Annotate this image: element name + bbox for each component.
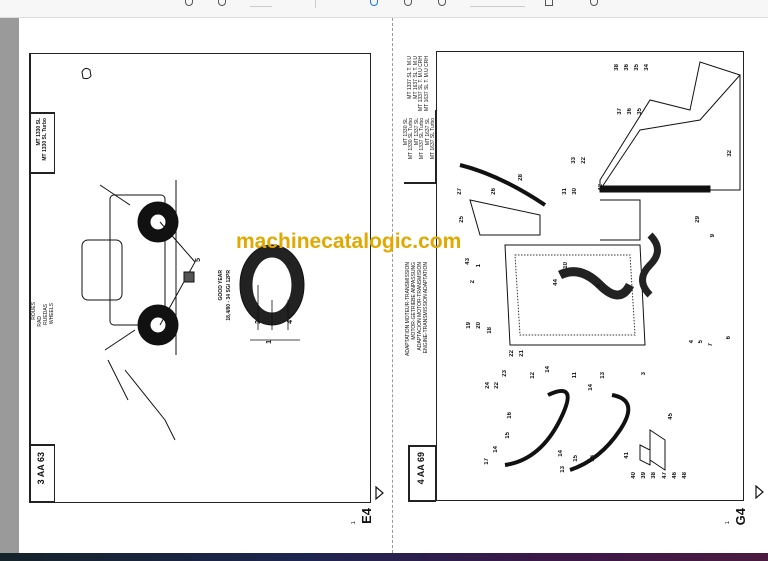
callout: 42 xyxy=(598,184,604,191)
callout: 14 xyxy=(545,366,551,373)
callout: 38 xyxy=(614,64,620,71)
page-down-icon[interactable] xyxy=(438,0,446,6)
callout: 29 xyxy=(695,216,701,223)
models-box xyxy=(29,112,55,174)
ref-box xyxy=(29,444,55,503)
callout: 43 xyxy=(465,258,471,265)
callout: 5 xyxy=(698,340,704,344)
viewer-gutter xyxy=(0,18,19,553)
callout: 21 xyxy=(519,350,525,357)
callout: 12 xyxy=(530,372,536,379)
callout: 9 xyxy=(710,234,716,238)
callout: 44 xyxy=(553,279,559,286)
viewer-toolbar xyxy=(0,0,768,18)
callout: 40 xyxy=(631,472,637,479)
page-frame xyxy=(436,51,744,501)
callout: 45 xyxy=(668,413,674,420)
fit-page-icon[interactable] xyxy=(545,0,553,6)
callout: 14 xyxy=(558,450,564,457)
callout: 35 xyxy=(634,64,640,71)
callout: 11 xyxy=(572,372,578,379)
callout: 4 xyxy=(689,340,695,344)
page-input[interactable] xyxy=(250,6,272,7)
rotate-icon[interactable] xyxy=(370,0,378,6)
callout: 26 xyxy=(491,188,497,195)
callout: 16 xyxy=(590,455,596,462)
bracket xyxy=(469,199,541,236)
callout: 18 xyxy=(487,327,493,334)
seal-strip xyxy=(459,163,547,207)
callout: 39 xyxy=(641,472,647,479)
callout: 36 xyxy=(627,108,633,115)
callout: 46 xyxy=(672,472,678,479)
models-box xyxy=(404,110,436,184)
callout: 48 xyxy=(682,472,688,479)
radiator xyxy=(504,232,661,346)
watermark: machinecatalogic.com xyxy=(236,230,462,253)
callout: 17 xyxy=(484,458,490,465)
callout: 22 xyxy=(509,350,515,357)
callout: 6 xyxy=(726,336,732,340)
hoses xyxy=(504,388,631,472)
frame-edge xyxy=(29,53,31,503)
callout: 38 xyxy=(651,472,657,479)
seal-strip xyxy=(599,185,711,193)
callout: 14 xyxy=(588,384,594,391)
hand-icon xyxy=(81,67,92,80)
callout: 41 xyxy=(624,452,630,459)
callout: 31 xyxy=(562,188,568,195)
zoom-out-icon[interactable] xyxy=(185,0,193,6)
tire-drawing xyxy=(239,244,305,341)
page-up-icon[interactable] xyxy=(404,0,412,6)
callout: 7 xyxy=(708,343,714,347)
ref-box xyxy=(408,445,436,502)
zoom-input[interactable] xyxy=(470,6,525,7)
callout: 30 xyxy=(572,188,578,195)
callout: 28 xyxy=(518,174,524,181)
callout: 8 xyxy=(596,284,602,288)
callout: 36 xyxy=(624,64,630,71)
callout: 23 xyxy=(502,370,508,377)
callout: 3 xyxy=(641,372,647,376)
callout: 16 xyxy=(507,412,513,419)
callout: 25 xyxy=(459,216,465,223)
callout: 10 xyxy=(563,262,569,269)
callout: 14 xyxy=(493,446,499,453)
page-divider xyxy=(392,18,393,553)
callout: 24 xyxy=(485,382,491,389)
callout: 2 xyxy=(470,280,476,284)
callout: 47 xyxy=(662,472,668,479)
callout: 1 xyxy=(476,264,482,268)
callout: 13 xyxy=(600,372,606,379)
toolbar-separator xyxy=(315,0,316,8)
callout: 32 xyxy=(727,150,733,157)
next-page-arrow-icon xyxy=(755,484,764,500)
taskbar xyxy=(0,553,768,561)
callout: 19 xyxy=(466,322,472,329)
next-page-arrow-icon xyxy=(375,485,384,501)
callout: 33 xyxy=(571,157,577,164)
tractor-drawing xyxy=(81,180,196,441)
callout: 37 xyxy=(617,108,623,115)
download-icon[interactable] xyxy=(590,0,598,6)
callout: 27 xyxy=(457,188,463,195)
callout: 22 xyxy=(494,382,500,389)
callout: 22 xyxy=(581,157,587,164)
callout: 13 xyxy=(560,466,566,473)
callout: 15 xyxy=(573,455,579,462)
fan-shroud xyxy=(599,61,741,241)
callout: 15 xyxy=(505,432,511,439)
callout: 34 xyxy=(644,64,650,71)
callout: 20 xyxy=(476,322,482,329)
callout: 35 xyxy=(637,108,643,115)
mount-plates xyxy=(639,429,666,471)
zoom-in-icon[interactable] xyxy=(218,0,226,6)
